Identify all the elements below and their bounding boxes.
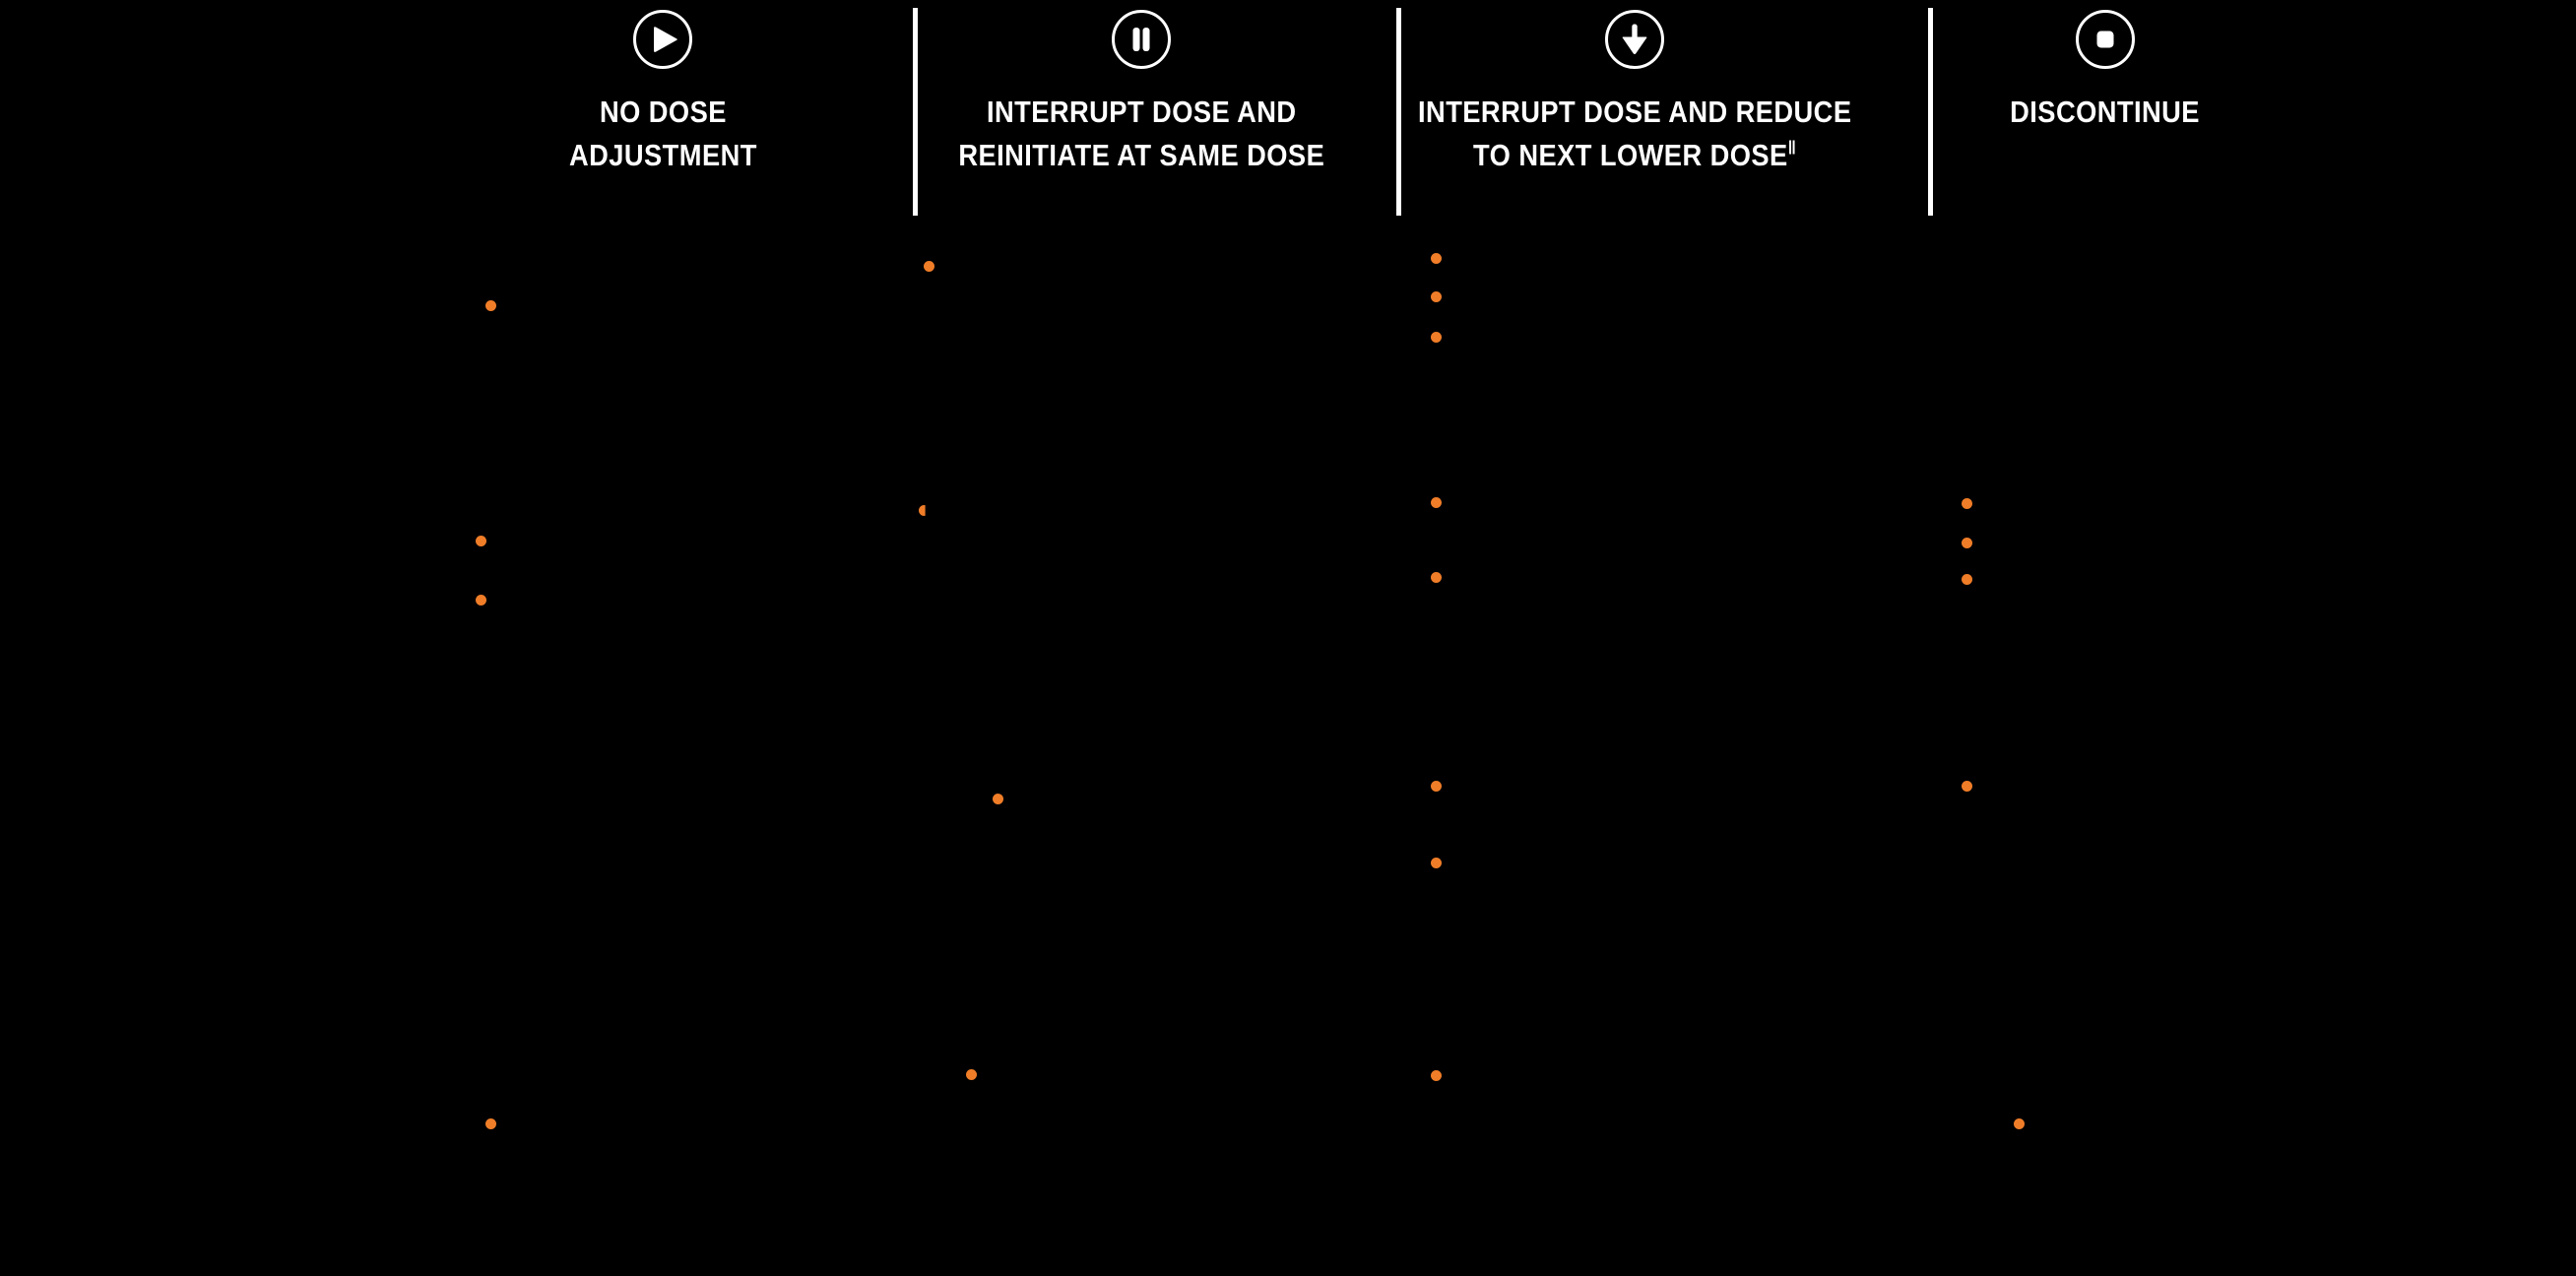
bullet-marker <box>993 794 1003 804</box>
bullet-marker <box>476 595 486 606</box>
bullet-marker <box>1962 574 1972 585</box>
column-header-interrupt-reinitiate-same-dose[interactable]: INTERRUPT DOSE AND REINITIATE AT SAME DO… <box>910 0 1373 177</box>
bullet-marker <box>1431 253 1442 264</box>
column-header-no-dose-adjustment[interactable]: NO DOSE ADJUSTMENT <box>456 0 869 177</box>
bullet-marker <box>2014 1118 2025 1129</box>
bullet-marker <box>924 261 934 272</box>
bullet-marker <box>1431 858 1442 868</box>
column-divider-2 <box>1396 8 1401 216</box>
bullet-marker <box>1431 332 1442 343</box>
bullet-marker <box>1431 291 1442 302</box>
bullet-marker <box>485 1118 496 1129</box>
bullet-marker <box>1431 781 1442 792</box>
bullet-marker <box>476 536 486 546</box>
play-icon <box>632 9 693 70</box>
column-divider-1 <box>913 8 918 216</box>
column-divider-3 <box>1928 8 1933 216</box>
column-header-discontinue[interactable]: DISCONTINUE <box>1899 0 2312 134</box>
bullet-marker <box>919 505 926 516</box>
footnote-marker-interrupt-reduce-next-lower-dose: ‖ <box>1787 138 1797 160</box>
column-header-interrupt-reduce-next-lower-dose[interactable]: INTERRUPT DOSE AND REDUCE TO NEXT LOWER … <box>1359 0 1910 177</box>
bullet-marker <box>1962 781 1972 792</box>
bullet-marker <box>1431 1070 1442 1081</box>
stop-icon <box>2075 9 2136 70</box>
bullet-marker <box>1431 497 1442 508</box>
column-label-discontinue: DISCONTINUE <box>2010 95 2201 129</box>
bullet-marker <box>1962 538 1972 548</box>
column-label-interrupt-reinitiate-same-dose: INTERRUPT DOSE AND REINITIATE AT SAME DO… <box>958 95 1324 172</box>
bullet-marker <box>966 1069 977 1080</box>
bullet-marker <box>1962 498 1972 509</box>
column-label-interrupt-reduce-next-lower-dose: INTERRUPT DOSE AND REDUCE TO NEXT LOWER … <box>1417 95 1852 172</box>
bullet-marker <box>485 300 496 311</box>
bullet-marker <box>1431 572 1442 583</box>
down-arrow-icon <box>1604 9 1665 70</box>
pause-icon <box>1111 9 1172 70</box>
column-label-no-dose-adjustment: NO DOSE ADJUSTMENT <box>568 95 757 172</box>
